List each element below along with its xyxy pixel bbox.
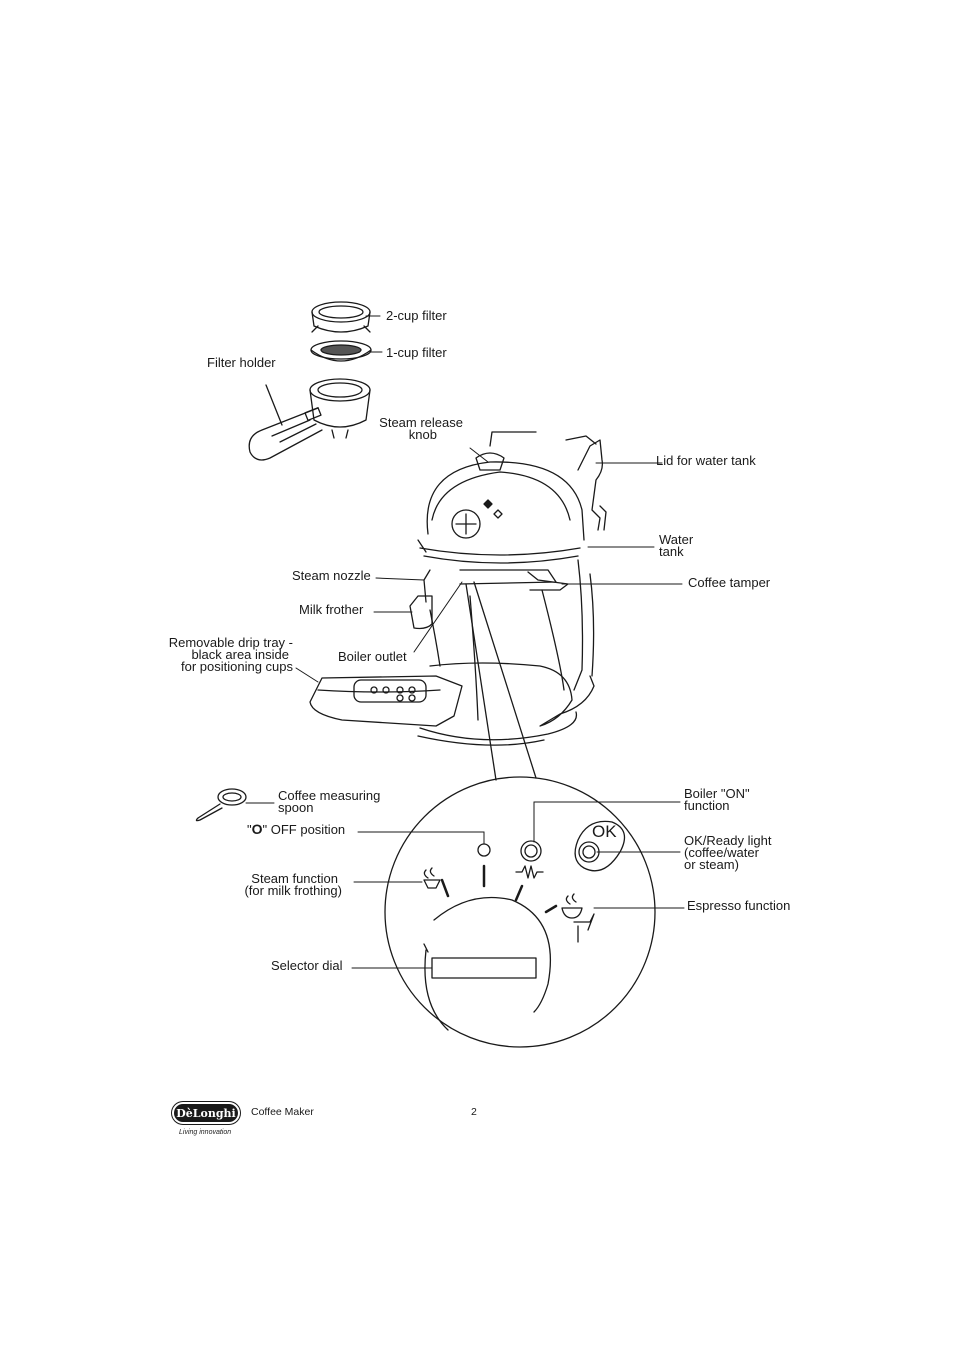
leader-lines-upper — [295, 315, 683, 683]
ok-button-text: OK — [592, 822, 617, 841]
boiler-outlet-label: Boiler outlet — [338, 649, 407, 664]
page-number: 2 — [471, 1106, 477, 1118]
water-tank-label: Water tank — [659, 532, 694, 559]
off-position-label: "O" OFF position — [247, 821, 346, 837]
measuring-spoon-label: Coffee measuring spoon — [278, 788, 381, 815]
ok-ready-light-label: OK/Ready light (coffee/water or steam) — [684, 833, 772, 872]
filter-holder-label: Filter holder — [207, 355, 276, 370]
boiler-on-label: Boiler "ON" function — [684, 786, 750, 813]
delonghi-logo: DèLonghi — [172, 1102, 240, 1124]
lid-water-tank-label: Lid for water tank — [656, 453, 756, 468]
callout-cone — [465, 581, 537, 781]
milk-frother-label: Milk frother — [299, 602, 364, 617]
footer-title: Coffee Maker — [251, 1106, 314, 1118]
two-cup-filter-label: 2-cup filter — [386, 308, 447, 323]
measuring-spoon-drawing — [195, 788, 247, 822]
coffee-tamper-label: Coffee tamper — [688, 575, 771, 590]
selector-dial-label: Selector dial — [271, 958, 343, 973]
steam-function-label: Steam function (for milk frothing) — [244, 871, 342, 898]
drip-tray-label: Removable drip tray - black area inside … — [168, 635, 293, 674]
leader-lines-lower — [245, 801, 685, 969]
footer-tagline: Living innovation — [179, 1129, 232, 1136]
one-cup-filter-label: 1-cup filter — [386, 345, 447, 360]
one-cup-filter-drawing — [310, 340, 372, 362]
steam-nozzle-label: Steam nozzle — [292, 568, 371, 583]
filter-holder-drawing — [248, 378, 371, 461]
control-panel-detail — [384, 776, 656, 1048]
coffee-machine-drawing — [309, 431, 607, 746]
two-cup-filter-drawing — [311, 301, 371, 333]
steam-release-knob-label: Steam release knob — [379, 415, 463, 442]
espresso-function-label: Espresso function — [687, 898, 791, 913]
